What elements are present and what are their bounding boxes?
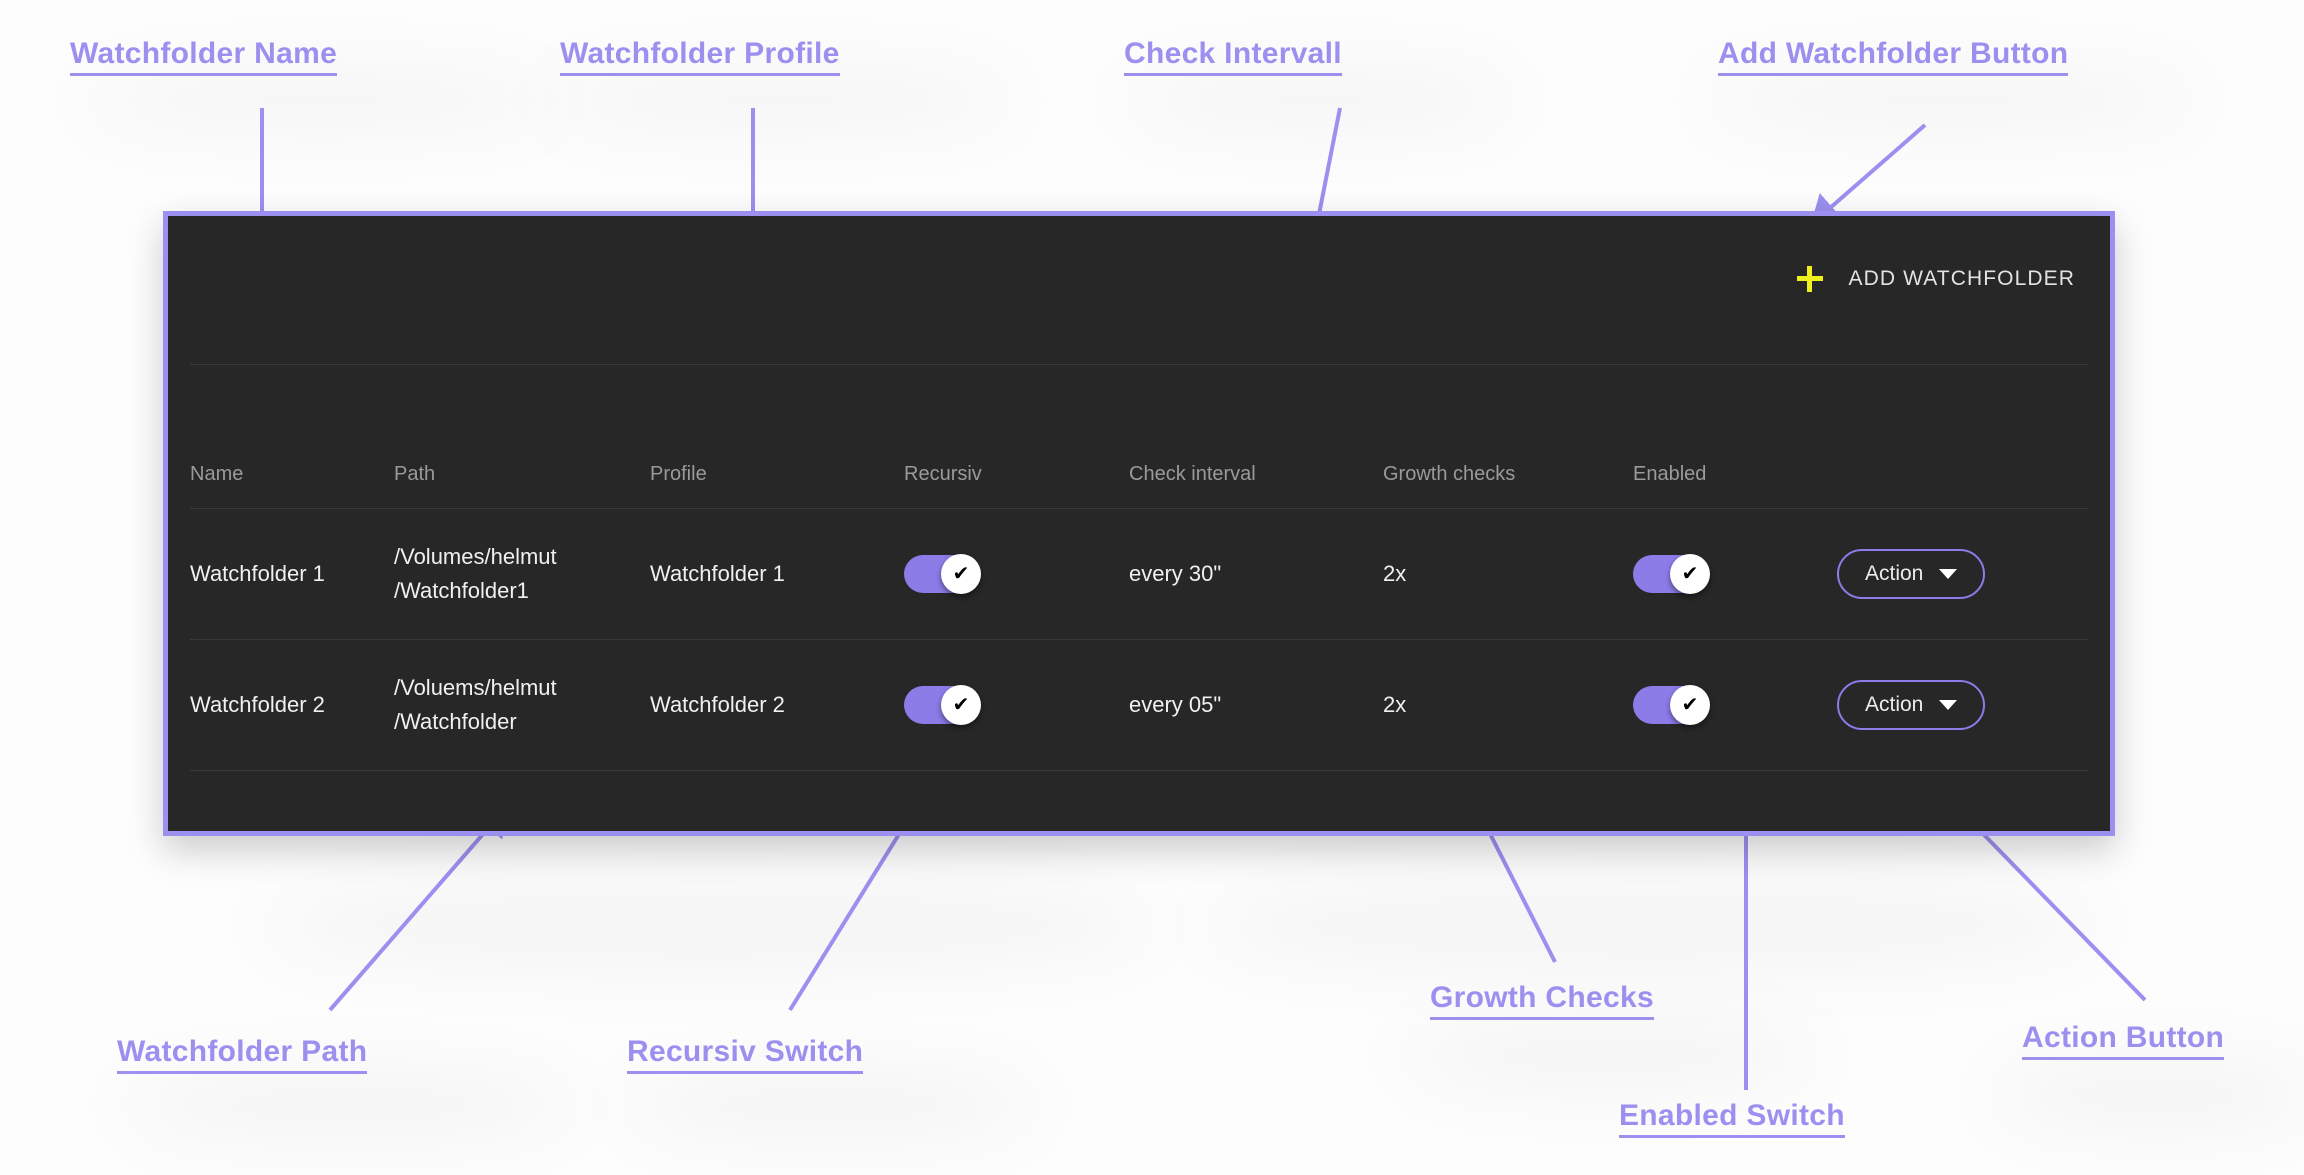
cell-name: Watchfolder 1	[190, 560, 325, 586]
enabled-switch[interactable]: ✔	[1633, 685, 1710, 725]
check-icon: ✔	[941, 685, 981, 725]
action-button-label: Action	[1865, 693, 1924, 716]
cell-check-interval: every 05"	[1129, 691, 1222, 717]
background-blur-8	[1990, 1060, 2304, 1130]
action-button[interactable]: Action	[1837, 549, 1986, 599]
table-header-row: Name Path Profile Recursiv Check interva…	[168, 365, 2110, 508]
cell-check-interval: every 30"	[1129, 560, 1222, 586]
cell-enabled: ✔	[1633, 685, 1837, 725]
column-header-profile: Profile	[650, 463, 707, 485]
annotation-watchfolder-profile: Watchfolder Profile	[560, 38, 840, 76]
cell-profile: Watchfolder 2	[650, 691, 785, 717]
annotation-recursiv-switch: Recursiv Switch	[627, 1036, 864, 1074]
panel-toolbar: ADD WATCHFOLDER	[168, 216, 2110, 364]
cell-recursiv: ✔	[904, 554, 1129, 594]
annotation-watchfolder-path: Watchfolder Path	[117, 1036, 368, 1074]
check-icon: ✔	[941, 554, 981, 594]
cell-path: /Voluems/helmut /Watchfolder	[394, 674, 557, 734]
background-blur-10	[1200, 880, 2100, 970]
column-header-growth-checks: Growth checks	[1383, 463, 1516, 485]
background-blur-3	[1120, 70, 1520, 130]
background-blur-6	[620, 1070, 1040, 1140]
cell-enabled: ✔	[1633, 554, 1837, 594]
cell-profile: Watchfolder 1	[650, 560, 785, 586]
watchfolder-table: Name Path Profile Recursiv Check interva…	[168, 365, 2110, 771]
column-header-enabled: Enabled	[1633, 463, 1707, 485]
cell-action: Action	[1837, 549, 2077, 599]
cell-growth-checks: 2x	[1383, 691, 1407, 717]
table-row[interactable]: Watchfolder 1 /Volumes/helmut /Watchfold…	[168, 509, 2110, 639]
recursiv-switch[interactable]: ✔	[904, 685, 981, 725]
column-header-check-interval: Check interval	[1129, 463, 1256, 485]
column-header-path: Path	[394, 463, 436, 485]
annotation-add-watchfolder-button: Add Watchfolder Button	[1718, 38, 2069, 76]
action-button[interactable]: Action	[1837, 680, 1986, 730]
annotation-check-intervall: Check Intervall	[1124, 38, 1342, 76]
column-header-recursiv: Recursiv	[904, 463, 982, 485]
background-blur-5	[120, 1070, 580, 1140]
add-watchfolder-button[interactable]: ADD WATCHFOLDER	[1787, 258, 2086, 300]
row-divider-bottom	[190, 770, 2088, 771]
row-divider	[190, 639, 2088, 640]
background-blur-7	[1400, 1020, 1820, 1090]
column-header-name: Name	[190, 463, 244, 485]
plus-icon	[1796, 266, 1823, 292]
enabled-switch[interactable]: ✔	[1633, 554, 1710, 594]
cell-path: /Volumes/helmut /Watchfolder1	[394, 543, 557, 603]
table-row[interactable]: Watchfolder 2 /Voluems/helmut /Watchfold…	[168, 640, 2110, 770]
action-button-label: Action	[1865, 562, 1924, 585]
cell-growth-checks: 2x	[1383, 560, 1407, 586]
header-divider	[190, 508, 2088, 509]
annotation-watchfolder-name: Watchfolder Name	[70, 38, 338, 76]
annotation-growth-checks: Growth Checks	[1430, 982, 1654, 1020]
recursiv-switch[interactable]: ✔	[904, 554, 981, 594]
background-blur-9	[260, 880, 1160, 970]
background-blur-4	[1700, 70, 2200, 130]
add-watchfolder-label: ADD WATCHFOLDER	[1848, 267, 2075, 290]
chevron-down-icon	[1939, 700, 1958, 710]
check-icon: ✔	[1670, 554, 1710, 594]
watchfolder-panel: ADD WATCHFOLDER Name Path Profile Recurs…	[163, 211, 2115, 836]
chevron-down-icon	[1939, 569, 1958, 579]
cell-name: Watchfolder 2	[190, 691, 325, 717]
annotation-enabled-switch: Enabled Switch	[1619, 1100, 1845, 1138]
annotation-action-button: Action Button	[2022, 1022, 2225, 1060]
toolbar-divider	[190, 364, 2088, 365]
cell-action: Action	[1837, 680, 2077, 730]
cell-recursiv: ✔	[904, 685, 1129, 725]
background-blur-1	[80, 70, 560, 130]
background-blur-2	[540, 70, 1020, 130]
check-icon: ✔	[1670, 685, 1710, 725]
